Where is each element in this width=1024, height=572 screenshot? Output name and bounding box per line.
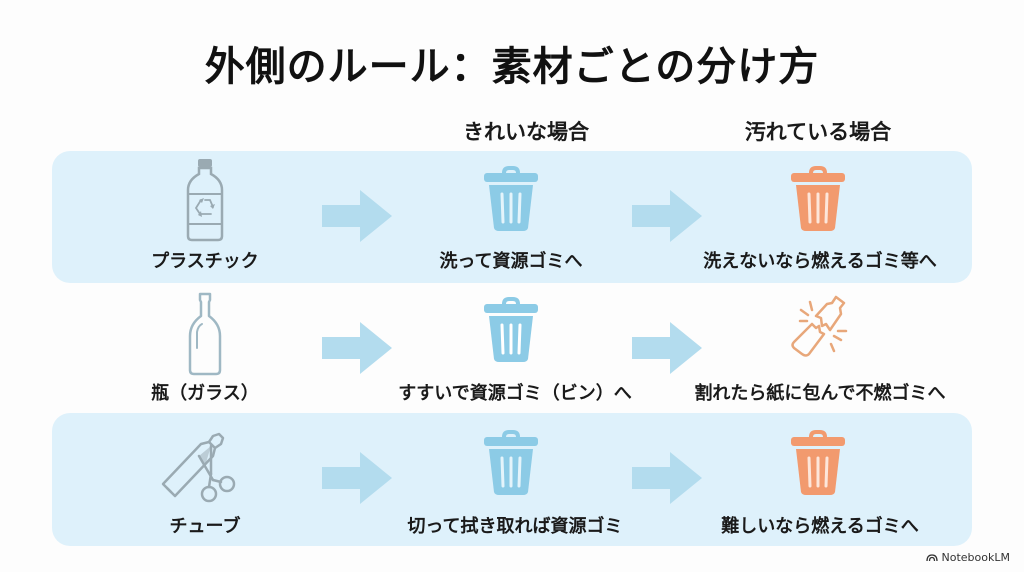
tube-scissors-icon — [161, 432, 236, 503]
clean-action-plastic: 洗って資源ゴミへ — [439, 251, 583, 272]
dirty-action-tube: 難しいなら燃えるゴミへ — [721, 516, 919, 537]
arrow-right-icon — [632, 190, 702, 242]
glass-bottle-icon — [188, 292, 222, 376]
plastic-bottle-recycle-icon — [186, 159, 224, 242]
trash-can-blue-icon — [484, 430, 538, 495]
column-header-clean: きれいな場合 — [463, 120, 589, 144]
notebooklm-logo-icon — [925, 554, 938, 562]
material-label-plastic: プラスチック — [151, 251, 259, 272]
clean-action-glass: すすいで資源ゴミ（ビン）へ — [398, 383, 632, 404]
dirty-action-glass: 割れたら紙に包んで不燃ゴミへ — [694, 383, 946, 404]
broken-bottle-icon — [791, 295, 848, 357]
notebooklm-watermark: NotebookLM — [925, 551, 1010, 564]
material-label-glass: 瓶（ガラス） — [151, 383, 259, 404]
clean-action-tube: 切って拭き取れば資源ゴミ — [407, 516, 623, 537]
arrow-right-icon — [632, 322, 702, 374]
brand-label: NotebookLM — [941, 551, 1010, 564]
trash-can-orange-icon — [791, 430, 845, 495]
dirty-action-plastic: 洗えないなら燃えるゴミ等へ — [703, 251, 937, 272]
page-title: 外側のルール：素材ごとの分け方 — [204, 44, 820, 90]
trash-can-blue-icon — [484, 297, 538, 362]
arrow-right-icon — [322, 322, 392, 374]
arrow-right-icon — [322, 452, 392, 504]
trash-can-blue-icon — [484, 166, 538, 231]
column-header-dirty: 汚れている場合 — [744, 120, 892, 144]
arrow-right-icon — [322, 190, 392, 242]
trash-can-orange-icon — [791, 166, 845, 231]
arrow-right-icon — [632, 452, 702, 504]
material-label-tube: チューブ — [169, 516, 241, 537]
